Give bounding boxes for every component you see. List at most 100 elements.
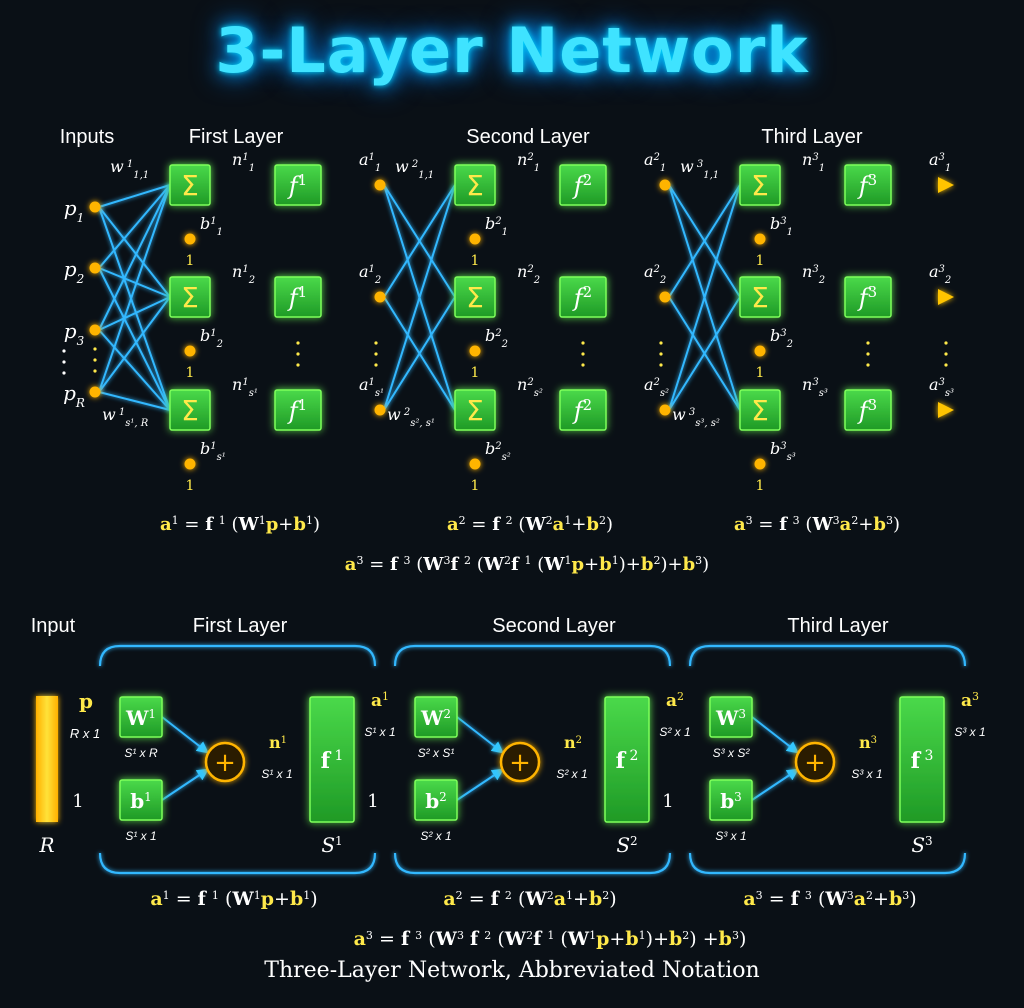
weight-line [98, 184, 171, 393]
input-label-bottom: Input [31, 615, 76, 637]
weight-label: W1 [125, 706, 156, 730]
bias-label: b1s¹ [200, 439, 226, 463]
n-label: n1 [269, 733, 287, 752]
top-layer-equation-1: a1 = f 1 (W1p+b1) [160, 514, 320, 536]
b-to-sum [456, 768, 504, 801]
top-layer-equation-3: a3 = f 3 (W3a2+b3) [734, 514, 900, 536]
transfer-box [604, 696, 650, 823]
ellipsis-dot [374, 363, 378, 367]
sum-symbol: Σ [466, 281, 484, 314]
layer-brace-bottom [98, 852, 377, 875]
layer-label-top-3: Third Layer [761, 126, 862, 148]
weight-line [668, 296, 741, 411]
one-label: 1 [72, 791, 83, 812]
layer-brace-bottom [393, 852, 672, 875]
ellipsis-dot [944, 341, 948, 345]
weight-line [98, 184, 171, 331]
weight-line [98, 267, 171, 298]
a-label: a1s¹ [359, 375, 384, 399]
sum-box [739, 389, 781, 431]
sum-node [204, 741, 246, 783]
n-label: n12 [232, 262, 255, 286]
weight-line [98, 184, 171, 208]
output-node [659, 291, 671, 303]
ellipsis-dot [944, 352, 948, 356]
transfer-box [844, 389, 892, 431]
weight-line [98, 329, 171, 411]
input-bar [36, 696, 58, 822]
n-label: n31 [802, 150, 825, 174]
weight-box [414, 696, 458, 738]
sum-symbol: Σ [466, 394, 484, 427]
weight-line [383, 296, 456, 411]
input-bar-label: R [38, 833, 54, 857]
n-label: n32 [802, 262, 825, 286]
n-label: n3 [859, 733, 877, 752]
bias-label: b32 [770, 326, 793, 350]
top-combined-equation: a3 = f 3 (W3f 2 (W2f 1 (W1p+b1)+b2)+b3) [345, 554, 709, 576]
input-node [89, 262, 101, 274]
weight-line [98, 296, 171, 393]
bias-label: b3s³ [770, 439, 796, 463]
bias-one: 1 [756, 253, 765, 269]
ellipsis-dot [659, 352, 663, 356]
weight-line [98, 296, 171, 331]
weight-line [668, 184, 741, 411]
sum-box [169, 164, 211, 206]
n-label: n11 [232, 150, 255, 174]
bias-one: 1 [186, 478, 195, 494]
bottom-combined-equation: a3 = f 3 (W3 f 2 (W2f 1 (W1p+b1)+b2) +b3… [354, 928, 747, 950]
transfer-label: f 1 [321, 748, 344, 774]
bias-dim: S² x 1 [420, 829, 451, 843]
output-node [374, 179, 386, 191]
ellipsis-dot [581, 363, 585, 367]
layer-label-top-2: Second Layer [466, 126, 590, 148]
input-node [89, 386, 101, 398]
weight-box [709, 696, 753, 738]
bias-node [184, 233, 196, 245]
weight-line [98, 391, 171, 411]
ellipsis-dot [659, 341, 663, 345]
bias-node [754, 345, 766, 357]
weight-line [98, 206, 171, 298]
transfer-box [844, 276, 892, 318]
output-arrow [938, 177, 954, 193]
weight-dim: S¹ x R [124, 746, 158, 760]
sum-symbol: Σ [466, 169, 484, 202]
bias-node [469, 233, 481, 245]
input-node [89, 324, 101, 336]
transfer-label: f 2 [616, 748, 639, 774]
transfer-box [309, 696, 355, 823]
a-label: a22 [644, 262, 666, 286]
weight-line [98, 184, 171, 269]
bias-one: 1 [471, 365, 480, 381]
sum-box [169, 389, 211, 431]
sum-symbol: Σ [751, 394, 769, 427]
bias-node [469, 458, 481, 470]
bias-node [469, 345, 481, 357]
a-dim: S³ x 1 [954, 725, 985, 739]
one-label: 1 [662, 791, 673, 812]
a-label: a2s² [644, 375, 669, 399]
bias-one: 1 [186, 365, 195, 381]
s-label: S1 [321, 833, 342, 857]
ellipsis-dot [866, 363, 870, 367]
output-node [374, 404, 386, 416]
layer-label-bottom-1: First Layer [193, 615, 288, 637]
weight-box [119, 696, 163, 738]
bias-box-label: b2 [425, 789, 447, 813]
p-dim: R x 1 [70, 726, 100, 741]
sum-box [454, 389, 496, 431]
input-label-p3: p3 [64, 319, 85, 348]
ellipsis-dot [296, 352, 300, 356]
sum-symbol: Σ [181, 281, 199, 314]
layer-label-top-1: First Layer [189, 126, 284, 148]
bias-dim: S³ x 1 [715, 829, 746, 843]
layer-label-bottom-3: Third Layer [787, 615, 888, 637]
ellipsis-dot [93, 347, 97, 351]
weight-label-top: w 21,1 [395, 157, 434, 181]
bias-one: 1 [756, 478, 765, 494]
connection-lines [58, 179, 1011, 875]
a-label: a11 [359, 150, 381, 174]
